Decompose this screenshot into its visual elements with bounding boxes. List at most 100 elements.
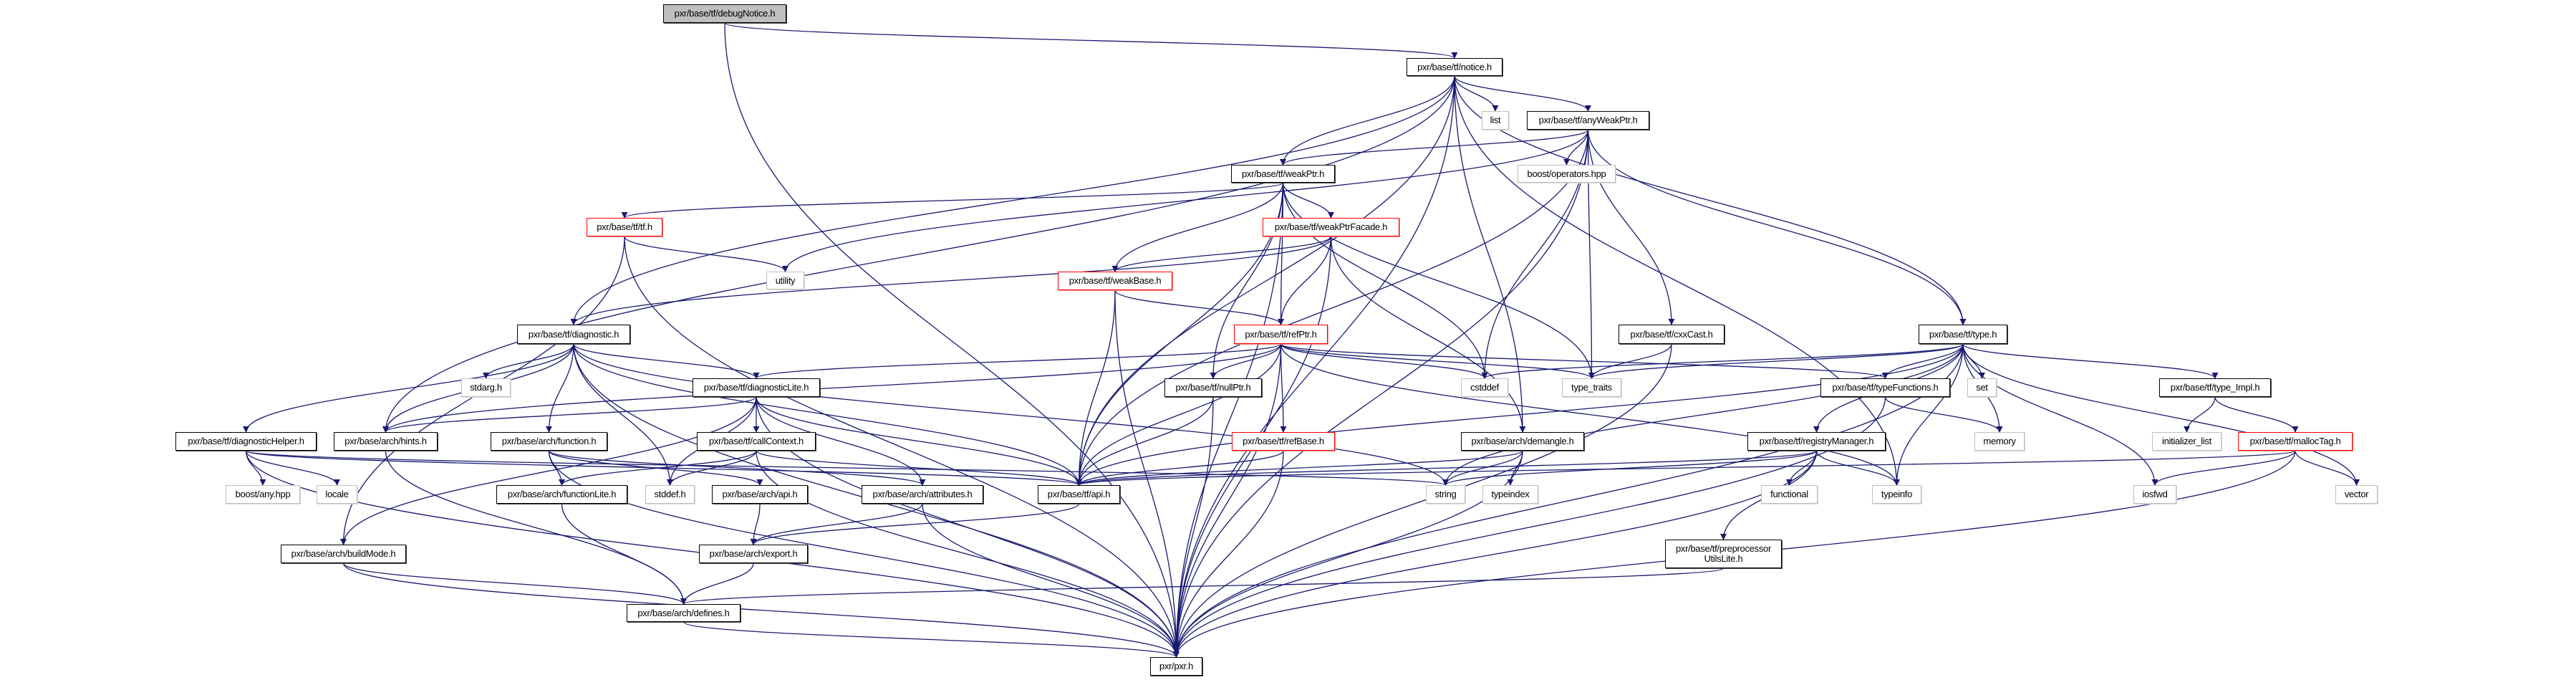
edge-anyWeakPtr-to-tfApi [1075, 129, 1589, 486]
node-boostOperators: boost/operators.hpp [1518, 165, 1616, 183]
node-function[interactable]: pxr/base/arch/function.h [491, 432, 607, 451]
edge-attributes-to-export [750, 503, 923, 545]
node-utility: utility [766, 272, 804, 289]
edge-refPtr-to-typeinfo [1280, 343, 1900, 486]
edge-refPtr-to-tfApi [1075, 343, 1282, 486]
edge-diagnosticHelper-to-locale [245, 450, 341, 486]
edge-notice-to-tfApi [1075, 75, 1455, 486]
node-string: string [1426, 485, 1465, 504]
edge-type-to-typeTraits [1588, 343, 1964, 379]
node-weakPtr[interactable]: pxr/base/tf/weakPtr.h [1231, 165, 1335, 183]
node-list: list [1482, 111, 1509, 130]
edge-type-to-typeinfo [1893, 343, 1964, 486]
node-diagnosticLite[interactable]: pxr/base/tf/diagnosticLite.h [693, 378, 820, 397]
edge-refPtr-to-hints [382, 343, 1282, 433]
edge-type-to-typeImpl [1962, 343, 2219, 379]
node-export[interactable]: pxr/base/arch/export.h [699, 545, 808, 563]
edge-diagnosticLite-to-attributes [756, 396, 926, 486]
edge-weakPtrFacade-to-demangle [1330, 236, 1526, 433]
node-hints[interactable]: pxr/base/arch/hints.h [334, 432, 438, 451]
edge-demangle-to-typeindex [1507, 450, 1523, 486]
edge-cxxCast-to-pxr [1172, 343, 1672, 658]
node-functionLite[interactable]: pxr/base/arch/functionLite.h [496, 485, 627, 504]
edge-type-to-tfApi [1076, 343, 1964, 486]
edge-demangle-to-pxr [1172, 450, 1523, 658]
node-weakBase[interactable]: pxr/base/tf/weakBase.h [1058, 272, 1172, 290]
edge-functionLite-to-defines [561, 503, 688, 605]
node-refPtr[interactable]: pxr/base/tf/refPtr.h [1234, 325, 1328, 344]
edge-weakBase-to-pxr [1114, 289, 1180, 658]
edge-callContext-to-stddef [666, 450, 757, 486]
edge-diagnosticHelper-to-string [245, 450, 1449, 486]
node-cstddef: cstddef [1461, 378, 1508, 397]
node-debugNotice[interactable]: pxr/base/tf/debugNotice.h [663, 4, 786, 23]
edge-nullPtr-to-pxr [1172, 396, 1214, 658]
node-tfApi[interactable]: pxr/base/tf/api.h [1038, 485, 1120, 504]
edge-weakPtr-to-weakPtrFacade [1282, 182, 1335, 219]
edge-registryManager-to-typeinfo [1815, 450, 1901, 486]
node-vector: vector [2335, 485, 2378, 504]
node-stddef: stddef.h [645, 485, 695, 504]
node-typeinfo: typeinfo [1872, 485, 1921, 504]
edge-type-to-vector [1962, 343, 2360, 486]
edge-callContext-to-functionLite [559, 450, 757, 486]
edge-refBase-to-pxr [1172, 450, 1284, 658]
node-diagnosticHelper[interactable]: pxr/base/tf/diagnosticHelper.h [175, 432, 317, 451]
edge-diagnostic-to-string [573, 343, 1449, 486]
edge-notice-to-pxr [1172, 75, 1455, 658]
edge-typeImpl-to-initializerList [2183, 396, 2216, 433]
node-refBase[interactable]: pxr/base/tf/refBase.h [1232, 432, 1335, 451]
node-pxr[interactable]: pxr/pxr.h [1150, 657, 1202, 676]
node-nullPtr[interactable]: pxr/base/tf/nullPtr.h [1164, 378, 1262, 397]
edge-preprocessorUtilsLite-to-defines [680, 568, 1724, 605]
node-set: set [1967, 378, 1997, 397]
edge-buildMode-to-defines [342, 562, 687, 605]
node-weakPtrFacade[interactable]: pxr/base/tf/weakPtrFacade.h [1263, 218, 1399, 236]
edge-refPtr-to-diagnosticLite [753, 343, 1282, 379]
node-buildMode[interactable]: pxr/base/arch/buildMode.h [281, 545, 406, 563]
edge-mallocTag-to-vector [2295, 450, 2360, 486]
edge-notice-to-diagnostic [570, 75, 1455, 325]
edge-refPtr-to-typeTraits [1280, 343, 1595, 379]
node-boostAny: boost/any.hpp [226, 485, 300, 504]
edge-weakPtrFacade-to-weakBase [1111, 236, 1332, 272]
node-tf[interactable]: pxr/base/tf/tf.h [587, 218, 662, 236]
edge-weakPtr-to-typeTraits [1282, 182, 1596, 379]
edge-function-to-attributes [548, 450, 926, 486]
node-cxxCast[interactable]: pxr/base/tf/cxxCast.h [1619, 325, 1724, 344]
node-typeFunctions[interactable]: pxr/base/tf/typeFunctions.h [1820, 378, 1950, 397]
edge-notice-to-hints [382, 75, 1455, 433]
edge-weakBase-to-tfApi [1075, 289, 1116, 486]
node-functional: functional [1761, 485, 1818, 504]
edge-notice-to-list [1454, 75, 1499, 112]
edge-function-to-functionLite [548, 450, 566, 486]
node-stdarg: stdarg.h [461, 378, 511, 397]
node-callContext[interactable]: pxr/base/tf/callContext.h [697, 432, 816, 451]
node-anyWeakPtr[interactable]: pxr/base/tf/anyWeakPtr.h [1527, 111, 1649, 130]
edge-notice-to-weakPtr [1279, 75, 1455, 166]
node-type[interactable]: pxr/base/tf/type.h [1919, 325, 2007, 344]
node-registryManager[interactable]: pxr/base/tf/registryManager.h [1747, 432, 1886, 451]
node-notice[interactable]: pxr/base/tf/notice.h [1407, 58, 1502, 76]
node-attributes[interactable]: pxr/base/arch/attributes.h [862, 485, 983, 504]
node-mallocTag[interactable]: pxr/base/tf/mallocTag.h [2238, 432, 2353, 451]
node-typeTraits: type_traits [1562, 378, 1621, 397]
edge-notice-to-typeinfo [1454, 75, 1901, 486]
edge-notice-to-anyWeakPtr [1454, 75, 1591, 112]
edge-diagnostic-to-function [545, 343, 574, 433]
node-diagnostic[interactable]: pxr/base/tf/diagnostic.h [517, 325, 630, 344]
edge-defines-to-pxr [682, 621, 1180, 658]
node-typeImpl[interactable]: pxr/base/tf/type_Impl.h [2159, 378, 2271, 397]
edge-diagnostic-to-tfApi [573, 343, 1082, 486]
node-iosfwd: iosfwd [2133, 485, 2176, 504]
edge-weakPtr-to-cstddef [1282, 182, 1488, 379]
edge-attributes-to-pxr [922, 503, 1180, 658]
node-defines[interactable]: pxr/base/arch/defines.h [627, 604, 741, 622]
edge-registryManager-to-tfApi [1076, 450, 1818, 486]
node-preprocessorUtilsLite[interactable]: pxr/base/tf/preprocessor UtilsLite.h [1665, 540, 1782, 568]
node-archApi[interactable]: pxr/base/arch/api.h [712, 485, 808, 504]
edge-diagnosticLite-to-tfApi [756, 396, 1082, 486]
node-demangle[interactable]: pxr/base/arch/demangle.h [1461, 432, 1584, 451]
node-typeindex: typeindex [1482, 485, 1538, 504]
